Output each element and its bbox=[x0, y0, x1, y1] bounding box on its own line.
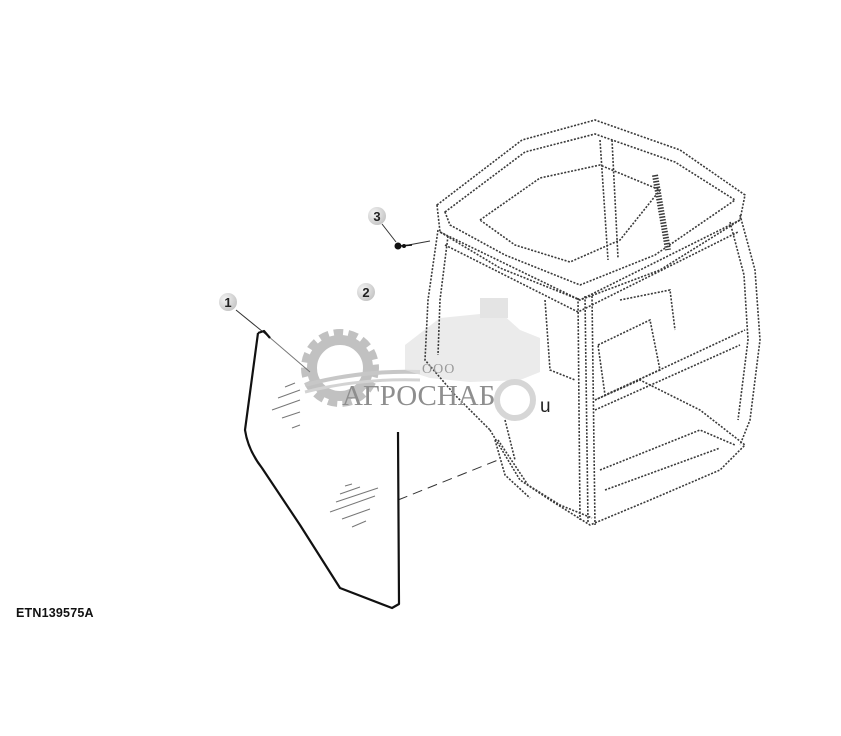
fastener-part bbox=[394, 242, 413, 250]
callout-3: 3 bbox=[368, 207, 386, 225]
figure-id-label: ETN139575A bbox=[16, 606, 94, 620]
glass-panel-part bbox=[243, 329, 401, 610]
leader-lines bbox=[235, 223, 499, 501]
watermark-name: АГРОСНАБ bbox=[342, 380, 496, 412]
callout-1: 1 bbox=[219, 293, 237, 311]
watermark-suffix: u bbox=[540, 396, 551, 417]
callout-2: 2 bbox=[357, 283, 375, 301]
watermark-prefix: ООО bbox=[422, 362, 456, 377]
watermark-graphic bbox=[301, 298, 540, 421]
cab-frame-drawing bbox=[424, 119, 761, 526]
watermark: ООО АГРОСНАБ u bbox=[300, 300, 570, 440]
